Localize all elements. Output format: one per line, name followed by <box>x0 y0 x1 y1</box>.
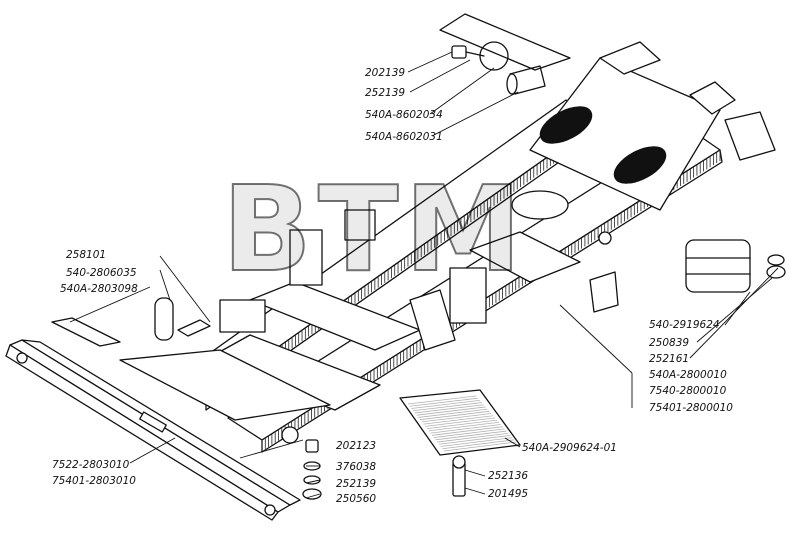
right-exploded-stack <box>685 239 786 293</box>
front-small-parts <box>51 297 211 347</box>
label-201495: 201495 <box>488 488 528 500</box>
label-252139-bottom: 252139 <box>336 478 376 490</box>
label-540a-2800010: 540А-2800010 <box>649 369 727 381</box>
watermark-logo: BTM <box>222 160 528 298</box>
label-7522-2803010: 7522-2803010 <box>52 459 130 471</box>
label-75401-2800010: 75401-2800010 <box>649 402 733 414</box>
leader-lines <box>69 51 779 499</box>
label-252136: 252136 <box>488 470 528 482</box>
label-258101: 258101 <box>66 249 106 261</box>
bottom-exploded-parts <box>302 389 521 500</box>
top-exploded-parts <box>439 13 571 95</box>
label-250839: 250839 <box>649 337 689 349</box>
label-540a-2909624-01: 540А-2909624-01 <box>522 442 617 454</box>
label-252161: 252161 <box>649 353 689 365</box>
label-202139: 202139 <box>365 67 405 79</box>
label-540a-2803098: 540А-2803098 <box>60 283 138 295</box>
left-frame-rail <box>171 99 603 411</box>
label-540a-8602031: 540А-8602031 <box>365 131 443 143</box>
label-75401-2803010: 75401-2803010 <box>52 475 136 487</box>
part-labels: 202139 252139 540А-8602034 540А-8602031 … <box>52 67 733 505</box>
cross-members <box>119 190 612 444</box>
label-540-2919624: 540-2919624 <box>649 319 720 331</box>
label-7540-2800010: 7540-2800010 <box>649 385 727 397</box>
label-202123: 202123 <box>336 440 376 452</box>
label-250560: 250560 <box>336 493 376 505</box>
label-540-2806035: 540-2806035 <box>66 267 137 279</box>
label-376038: 376038 <box>336 461 376 473</box>
front-bumper-beam <box>5 339 301 521</box>
label-252139-top: 252139 <box>365 87 405 99</box>
rear-frame-upper-section <box>529 41 776 313</box>
label-540a-8602034: 540А-8602034 <box>365 109 443 121</box>
